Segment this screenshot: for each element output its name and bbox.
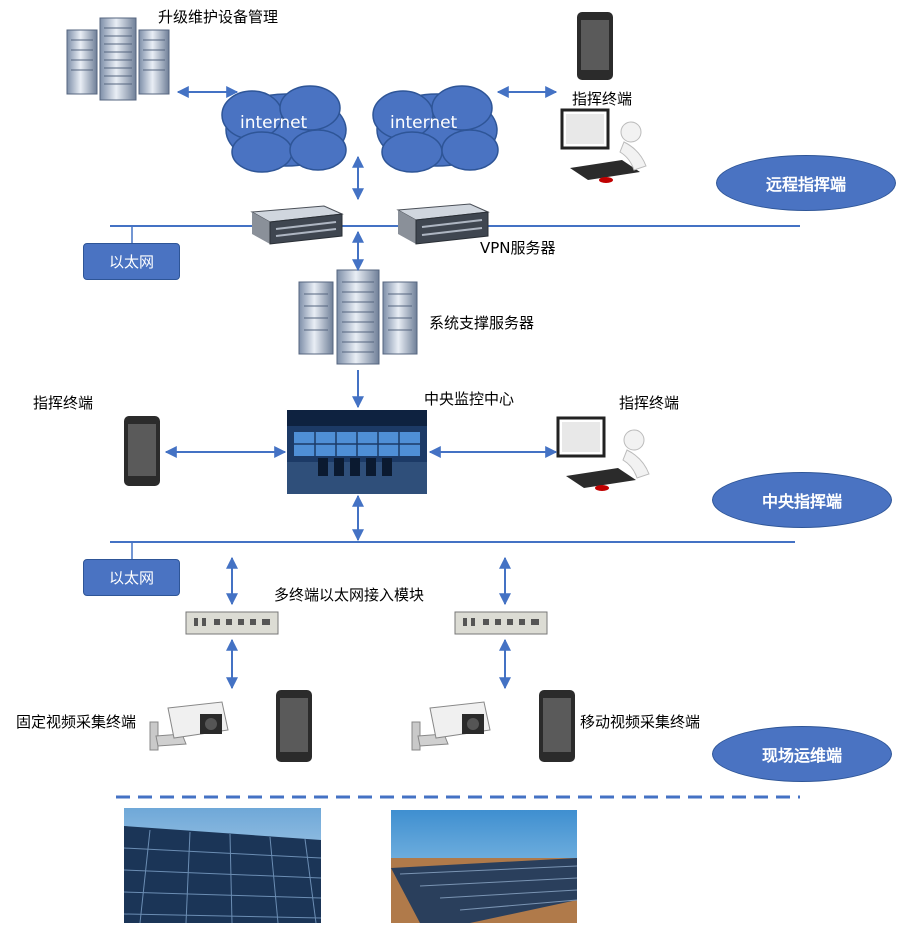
vpn-server-icon	[396, 203, 490, 245]
label-mobile-video: 移动视频采集终端	[580, 713, 701, 731]
label-access-module: 多终端以太网接入模块	[274, 586, 425, 604]
internet-cloud-left	[221, 85, 347, 173]
ethernet-tag-bottom: 以太网	[83, 559, 180, 596]
camera-icon-fixed	[149, 701, 229, 751]
internet-cloud-right	[372, 85, 499, 173]
access-module-icon-right	[454, 611, 548, 635]
maintenance-server-icon	[66, 17, 170, 101]
solar-field-photo-right	[391, 810, 578, 923]
label-upgrade-maintenance: 升级维护设备管理	[158, 8, 279, 26]
access-module-icon-left	[185, 611, 279, 635]
field-ops-zone: 现场运维端	[712, 726, 892, 782]
label-internet-left: internet	[240, 113, 308, 133]
label-vpn-server: VPN服务器	[480, 239, 556, 257]
remote-command-zone: 远程指挥端	[716, 155, 896, 211]
phone-icon-top	[577, 12, 613, 80]
label-central-monitor: 中央监控中心	[424, 390, 515, 408]
computer-operator-icon-top	[560, 108, 647, 183]
label-fixed-video: 固定视频采集终端	[16, 713, 137, 731]
support-server-icon	[298, 269, 418, 365]
ethernet-tag-top: 以太网	[83, 243, 180, 280]
phone-icon-fixed	[276, 690, 312, 762]
phone-icon-left	[124, 416, 160, 486]
label-cmd-terminal-top: 指挥终端	[572, 90, 633, 108]
central-command-zone: 中央指挥端	[712, 472, 892, 528]
monitoring-center-image	[287, 410, 427, 494]
label-cmd-terminal-right: 指挥终端	[619, 394, 680, 412]
label-cmd-terminal-left: 指挥终端	[33, 394, 94, 412]
label-internet-right: internet	[390, 113, 458, 133]
switch-icon-left	[250, 205, 344, 245]
computer-operator-icon-right	[556, 416, 650, 491]
phone-icon-mobile	[539, 690, 575, 762]
camera-icon-mobile	[411, 701, 491, 751]
label-support-server: 系统支撑服务器	[429, 314, 535, 332]
solar-field-photo-left	[123, 808, 322, 924]
connection-arrows	[164, 86, 558, 690]
